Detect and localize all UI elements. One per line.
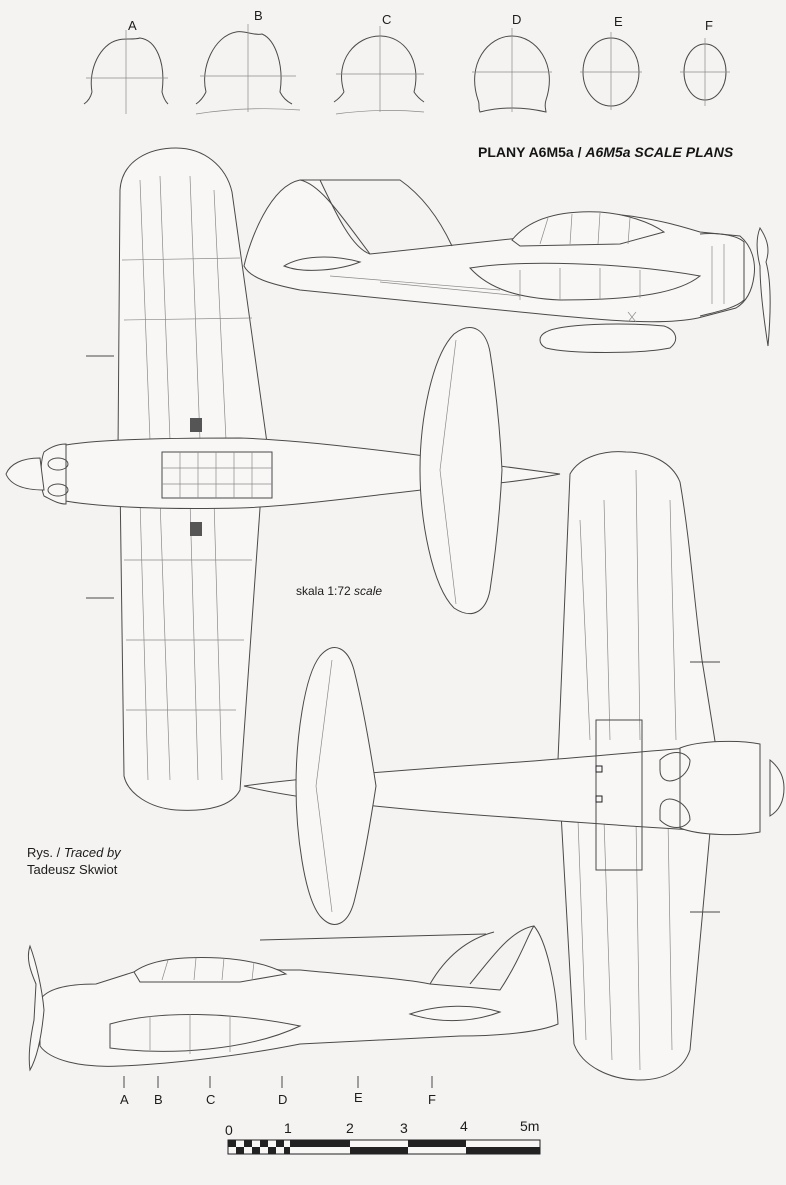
section-label-top-e: E <box>614 14 623 29</box>
section-label-bottom-f: F <box>428 1092 436 1107</box>
section-f <box>680 38 730 106</box>
credit-italic: Traced by <box>63 845 121 860</box>
drawing-title: PLANY A6M5a / A6M5a SCALE PLANS <box>478 144 733 160</box>
credit-line-1: Rys. / Traced by <box>27 845 121 860</box>
scale-note: skala 1:72 scale <box>296 584 382 598</box>
section-label-bottom-d: D <box>278 1092 288 1107</box>
scale-note-plain: skala 1:72 <box>296 584 355 598</box>
scale-note-italic: scale <box>354 584 383 598</box>
section-a <box>83 30 169 114</box>
section-label-bottom-b: B <box>154 1092 163 1107</box>
plan-view-underside <box>243 451 785 1081</box>
section-label-bottom-c: C <box>206 1092 216 1107</box>
section-e <box>580 32 642 110</box>
side-view-upper <box>243 179 771 353</box>
scale-label-2: 2 <box>346 1120 354 1136</box>
section-label-top-a: A <box>128 18 137 33</box>
title-italic: A6M5a SCALE PLANS <box>585 144 734 160</box>
credit-line-2: Tadeusz Skwiot <box>27 862 118 877</box>
title-plain: PLANY A6M5a / <box>478 144 586 160</box>
scale-label-3: 3 <box>400 1120 408 1136</box>
section-label-top-c: C <box>382 12 392 27</box>
section-c <box>333 26 425 115</box>
scale-label-4: 4 <box>460 1118 468 1134</box>
section-label-top-b: B <box>254 8 263 23</box>
side-view-lower <box>27 925 559 1088</box>
cross-sections <box>83 24 730 115</box>
section-label-top-f: F <box>705 18 713 33</box>
scale-bar <box>227 1139 541 1155</box>
section-d <box>472 28 552 113</box>
section-label-bottom-e: E <box>354 1090 363 1105</box>
scale-label-5m: 5m <box>520 1118 540 1134</box>
section-b <box>195 24 301 115</box>
section-label-bottom-a: A <box>120 1092 129 1107</box>
section-label-top-d: D <box>512 12 522 27</box>
scale-label-0: 0 <box>225 1122 233 1138</box>
scale-label-1: 1 <box>284 1120 292 1136</box>
plan-view-top <box>5 147 561 811</box>
credit-plain: Rys. / <box>27 845 64 860</box>
